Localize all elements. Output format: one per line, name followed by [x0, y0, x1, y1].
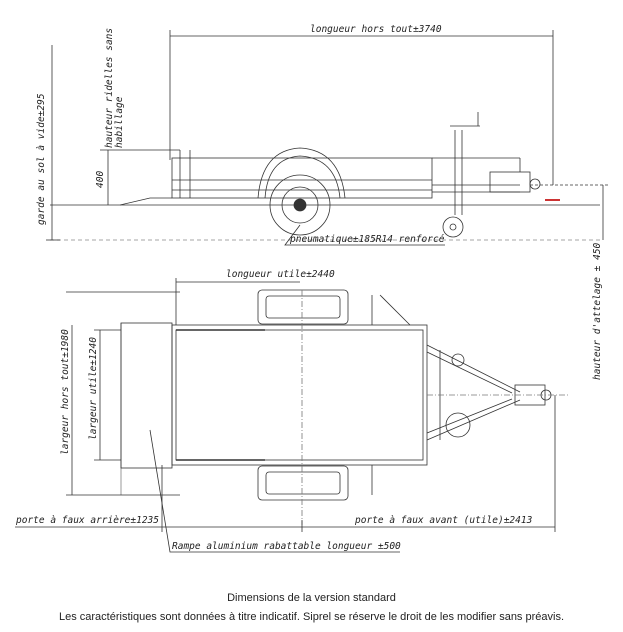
label-longueur-hors-tout: longueur hors tout±3740: [310, 24, 442, 35]
top-wheel-upper: [257, 289, 349, 325]
side-bed-frame: [171, 157, 433, 199]
label-garde-au-sol: garde au sol à vide±295: [36, 93, 47, 225]
label-longueur-utile: longueur utile±2440: [226, 269, 335, 280]
side-ramp: [119, 197, 172, 206]
label-hauteur-attelage: hauteur d'attelage ± 450: [592, 242, 603, 380]
label-rampe: Rampe aluminium rabattable longueur ±500: [172, 541, 401, 552]
side-mudguard: [257, 147, 346, 199]
side-view: [46, 30, 610, 246]
top-ramp: [120, 322, 173, 469]
caption-title: Dimensions de la version standard: [227, 592, 396, 604]
label-habillage: habillage: [114, 96, 125, 148]
trailer-technical-drawing: longueur hors tout±3740 garde au sol à v…: [15, 24, 610, 553]
top-bed-frame: [171, 324, 428, 466]
label-largeur-hors-tout: largeur hors tout±1980: [60, 329, 71, 455]
top-view: [15, 278, 570, 553]
top-jockey-wheel: [445, 412, 471, 438]
top-drawbar-lower: [426, 399, 521, 441]
label-largeur-utile: largeur utile±1240: [88, 337, 99, 440]
top-drawbar-upper: [426, 344, 521, 393]
side-wheel: [269, 174, 331, 236]
top-wheel-lower: [257, 465, 349, 501]
dimension-labels: longueur hors tout±3740 garde au sol à v…: [15, 24, 603, 552]
label-porte-faux-arriere: porte à faux arrière±1235: [15, 515, 159, 526]
label-hauteur-ridelles: hauteur ridelles sans: [104, 28, 115, 148]
caption-note: Les caractéristiques sont données à titr…: [58, 611, 565, 623]
label-pneumatique: pneumatique±185R14 renforcé: [289, 234, 445, 245]
side-coupler: [489, 171, 531, 193]
side-jockey-wheel: [442, 216, 464, 238]
label-hauteur-400: 400: [95, 171, 106, 188]
label-porte-faux-avant: porte à faux avant (utile)±2413: [354, 515, 533, 526]
